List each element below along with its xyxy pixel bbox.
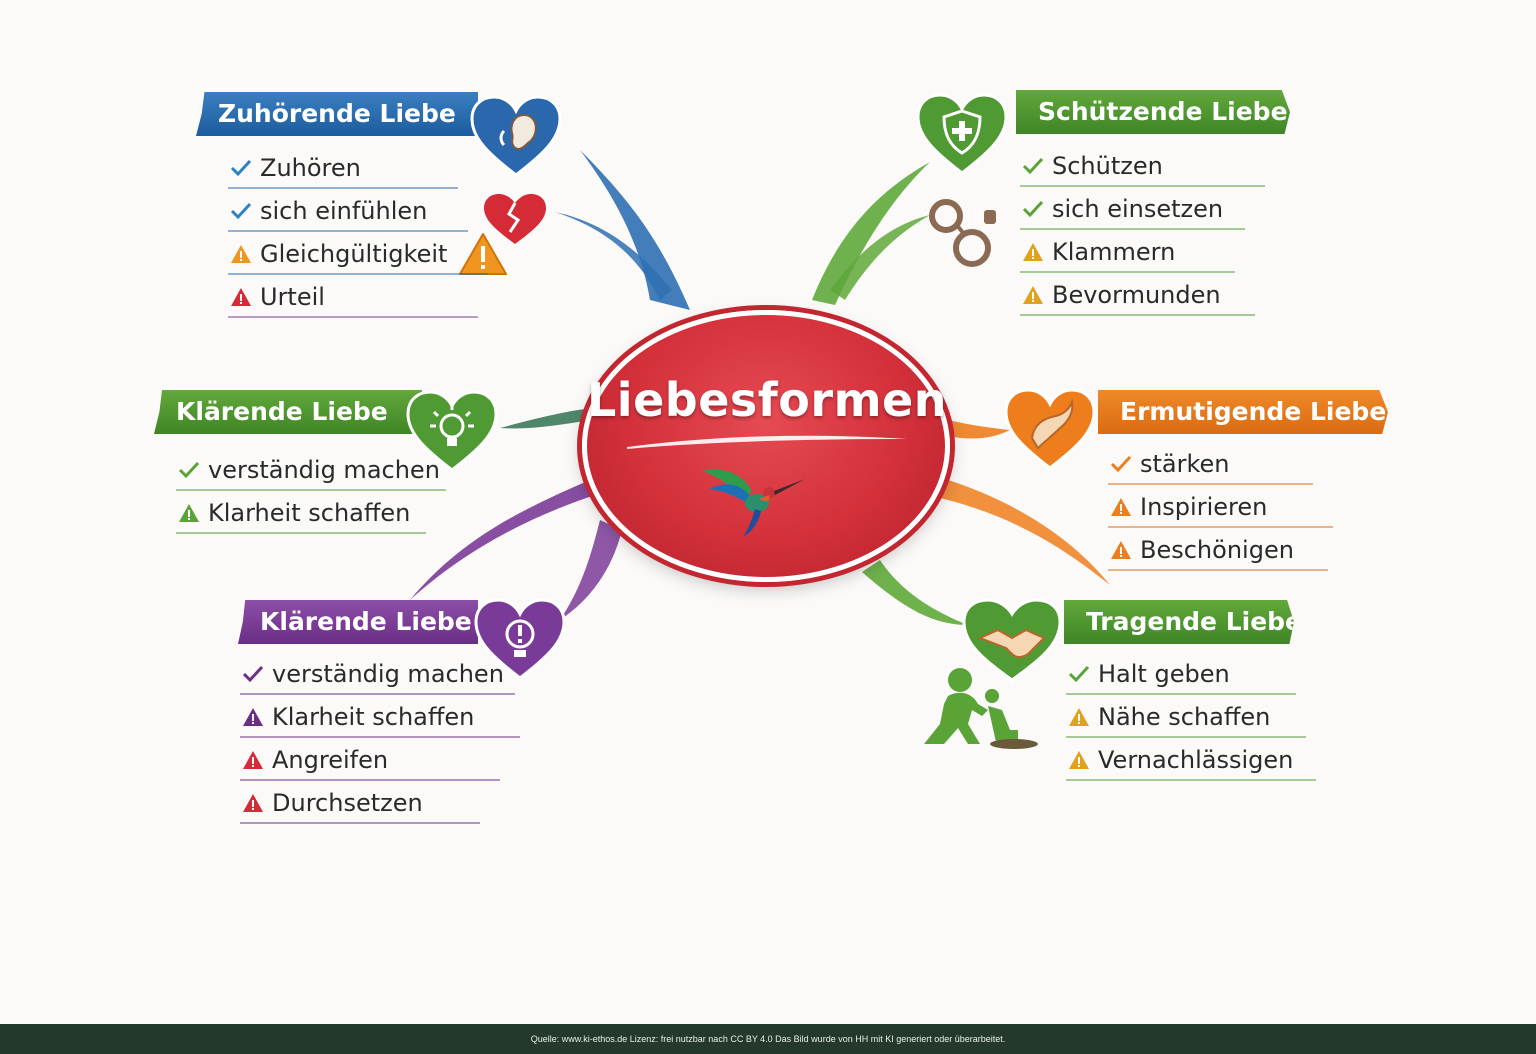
- warning-icon: [1023, 286, 1043, 304]
- center-title: Liebesformen: [587, 373, 947, 427]
- warning-icon: [1111, 498, 1131, 516]
- check-icon: [242, 665, 264, 683]
- list-item: Nähe schaffen: [1066, 697, 1306, 740]
- list-item: Halt geben: [1066, 654, 1296, 697]
- warning-icon: [459, 233, 507, 275]
- hand-heart-icon: [1004, 388, 1096, 470]
- list-klaerende-purple: verständig machen Klarheit schaffen Angr…: [240, 654, 520, 826]
- warning-icon: [1111, 541, 1131, 559]
- warning-icon: [1069, 751, 1089, 769]
- footer-credit: Quelle: www.ki-ethos.de Lizenz: frei nut…: [0, 1024, 1536, 1054]
- danger-icon: [243, 794, 263, 812]
- list-item: Durchsetzen: [240, 783, 504, 826]
- list-item: Klarheit schaffen: [176, 493, 440, 536]
- banner-klaerende-liebe-purple: Klärende Liebe: [238, 600, 478, 644]
- list-klaerende-green: verständig machen Klarheit schaffen: [176, 450, 446, 536]
- branch-schuetzende: [812, 162, 930, 305]
- list-item: verständig machen: [176, 450, 446, 493]
- broken-heart-icon: [484, 194, 546, 244]
- branch-zuhoerende: [580, 150, 690, 310]
- list-item: Gleichgültigkeit: [228, 234, 488, 277]
- exclamation-heart-icon: [474, 598, 566, 680]
- check-icon: [1068, 665, 1090, 683]
- list-item: sich einsetzen: [1020, 189, 1245, 232]
- list-schuetzende: Schützen sich einsetzen Klammern Bevormu…: [1020, 146, 1265, 318]
- branch-klaerende-purple: [410, 480, 595, 600]
- list-zuhoerende: Zuhören sich einfühlen Gleichgültigkeit …: [228, 148, 488, 320]
- ear-heart-icon: [470, 95, 562, 177]
- branch-klaerende-purple-2: [560, 520, 622, 620]
- list-item: stärken: [1108, 444, 1313, 487]
- mind-map: Liebesformen Zuhörende Liebe Zuhören sic…: [154, 90, 1388, 826]
- branch-lines: [410, 150, 1110, 625]
- check-icon: [178, 461, 200, 479]
- list-item: Zuhören: [228, 148, 458, 191]
- danger-icon: [231, 288, 251, 306]
- check-icon: [1110, 455, 1132, 473]
- list-item: Schützen: [1020, 146, 1265, 189]
- branch-ermutigende-2: [940, 480, 1110, 585]
- shield-cross-heart-icon: [916, 93, 1008, 175]
- list-item: Bevormunden: [1020, 275, 1255, 318]
- list-item: Urteil: [228, 277, 478, 320]
- list-item: Klammern: [1020, 232, 1235, 275]
- check-icon: [230, 159, 252, 177]
- danger-icon: [243, 751, 263, 769]
- branch-schuetzende-2: [830, 215, 930, 300]
- center-node: Liebesformen: [582, 310, 950, 582]
- warning-icon: [231, 245, 251, 263]
- branch-klaerende-green: [500, 408, 592, 429]
- warning-icon: [243, 708, 263, 726]
- hummingbird-icon: [702, 469, 805, 537]
- handcuffs-icon: [929, 199, 996, 267]
- check-icon: [1022, 157, 1044, 175]
- banner-schuetzende-liebe: Schützende Liebe: [1016, 90, 1290, 134]
- handshake-heart-icon: [962, 598, 1062, 682]
- banner-klaerende-liebe-green: Klärende Liebe: [154, 390, 422, 434]
- list-tragende: Halt geben Nähe schaffen Vernachlässigen: [1066, 654, 1316, 783]
- list-item: Vernachlässigen: [1066, 740, 1316, 783]
- list-item: Beschönigen: [1108, 530, 1328, 573]
- branch-tragende: [862, 560, 968, 625]
- banner-ermutigende-liebe: Ermutigende Liebe: [1098, 390, 1388, 434]
- list-item: Inspirieren: [1108, 487, 1333, 530]
- warning-icon: [179, 504, 199, 522]
- branch-zuhoerende-2: [555, 212, 672, 300]
- banner-zuhoerende-liebe: Zuhörende Liebe: [196, 92, 478, 136]
- list-item: Klarheit schaffen: [240, 697, 520, 740]
- kneeling-helper-icon: [924, 668, 1038, 749]
- swoosh-line: [627, 435, 907, 449]
- check-icon: [230, 202, 252, 220]
- banner-tragende-liebe: Tragende Liebe: [1064, 600, 1294, 644]
- list-item: Angreifen: [240, 740, 504, 783]
- lightbulb-heart-icon: [406, 390, 498, 472]
- warning-icon: [1069, 708, 1089, 726]
- warning-icon: [1023, 243, 1043, 261]
- check-icon: [1022, 200, 1044, 218]
- branch-ermutigende: [946, 420, 1010, 439]
- list-ermutigende: stärken Inspirieren Beschönigen: [1108, 444, 1333, 573]
- list-item: verständig machen: [240, 654, 515, 697]
- list-item: sich einfühlen: [228, 191, 468, 234]
